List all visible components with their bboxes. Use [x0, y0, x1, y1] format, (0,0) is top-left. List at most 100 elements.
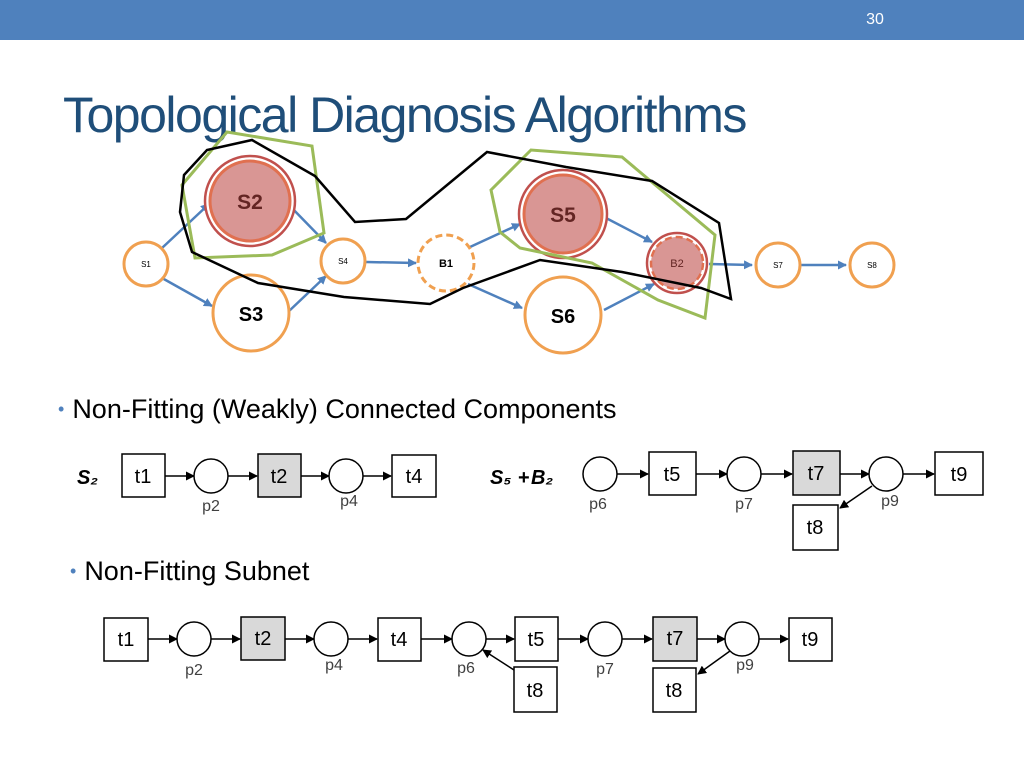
subnet-place-p7: p7 — [587, 621, 623, 678]
place-p7-label: p7 — [735, 496, 753, 513]
slide-number: 30 — [866, 11, 884, 28]
edge-b1-s6 — [467, 282, 523, 310]
subnet-transition-t8-b: t8 — [652, 667, 697, 713]
node-s8: S8 — [848, 241, 896, 289]
black-boundary-nonfitting — [178, 138, 733, 306]
place-p6-label: p6 — [589, 496, 607, 513]
node-s3: S3 — [211, 273, 291, 353]
edge-s1-s3 — [161, 276, 213, 308]
subnet-place-p6: p6 — [451, 621, 487, 677]
edge-s3-s4 — [287, 275, 327, 313]
node-s4: S4 — [319, 237, 367, 285]
green-boundary-s2 — [180, 130, 326, 260]
transition-t5-label: t5 — [664, 464, 681, 486]
transition-t9-label: t9 — [951, 464, 968, 486]
edge-s4-b1 — [365, 258, 417, 268]
place-p7: p7 — [726, 456, 762, 513]
subnet-transition-t8-b-label: t8 — [666, 680, 683, 702]
subnet-transition-t2: t2 — [240, 616, 286, 661]
bullet-dot-icon: • — [58, 399, 65, 419]
subnet-place-p9: p9 — [724, 621, 760, 674]
green-boundary-s5-b2 — [489, 148, 717, 321]
node-s2-label: S2 — [237, 191, 263, 214]
bullet-subnet-text: Non-Fitting Subnet — [84, 556, 310, 586]
place-p6: p6 — [582, 456, 618, 513]
transition-t2-label: t2 — [271, 466, 288, 488]
node-s7: S7 — [754, 241, 802, 289]
subnet-transition-t1: t1 — [103, 617, 149, 662]
subnet-transition-t8-a-label: t8 — [527, 680, 544, 702]
node-b2-label: B2 — [670, 258, 683, 270]
subnet-transition-t9: t9 — [788, 617, 833, 662]
topology-graph: S1 S2 S3 S4 B1 S5 S6 — [122, 130, 896, 355]
header-bar — [0, 0, 1024, 40]
slide-title: Topological Diagnosis Algorithms — [63, 87, 747, 143]
subnet-transition-t9-label: t9 — [802, 629, 819, 651]
place-p9-label: p9 — [881, 493, 899, 510]
subnet-place-p6-label: p6 — [457, 660, 475, 677]
transition-t4-label: t4 — [406, 466, 423, 488]
component-label-s5-b2: S₅ + B₂ — [490, 467, 553, 489]
node-s6: S6 — [523, 275, 603, 355]
node-s8-label: S8 — [867, 261, 877, 270]
transition-t8-label: t8 — [807, 517, 824, 539]
subnet-transition-t4: t4 — [377, 617, 422, 662]
transition-t9: t9 — [934, 451, 984, 496]
subnet-transition-t8-a: t8 — [513, 666, 558, 713]
place-p2-label: p2 — [202, 498, 220, 515]
transition-t7: t7 — [792, 450, 841, 496]
subnet-place-p2: p2 — [176, 621, 212, 679]
node-s5-label: S5 — [550, 204, 576, 227]
node-s7-label: S7 — [773, 261, 783, 270]
edge-b2-s7 — [708, 260, 753, 270]
bullet-components-text: Non-Fitting (Weakly) Connected Component… — [72, 394, 617, 424]
bullet-components: • Non-Fitting (Weakly) Connected Componen… — [58, 394, 617, 425]
node-b1: B1 — [416, 233, 476, 293]
subnet-place-p4-label: p4 — [325, 657, 343, 674]
subnet-transition-t5: t5 — [514, 616, 559, 662]
node-s2: S2 — [203, 154, 297, 248]
subnet-transition-t7: t7 — [652, 616, 698, 662]
bullet-dot-icon: • — [70, 561, 77, 581]
petri-s5b2: p6 t5 p7 t7 p9 t9 t8 — [582, 450, 984, 551]
node-s1: S1 — [122, 240, 170, 288]
subnet-transition-t4-label: t4 — [391, 629, 408, 651]
node-s6-label: S6 — [551, 306, 575, 328]
place-p2: p2 — [193, 458, 229, 515]
place-p9: p9 — [868, 456, 904, 510]
node-s3-label: S3 — [239, 304, 263, 326]
transition-t7-label: t7 — [808, 463, 825, 485]
bullet-subnet: • Non-Fitting Subnet — [70, 556, 309, 587]
transition-t1: t1 — [121, 453, 166, 498]
component-label-plus: + — [518, 467, 530, 489]
node-s4-label: S4 — [338, 257, 348, 266]
subnet-transition-t5-label: t5 — [528, 629, 545, 651]
subnet-place-p7-label: p7 — [596, 661, 614, 678]
edge-b1-s5 — [469, 222, 521, 249]
edge-s6-b2 — [603, 282, 655, 312]
subnet-transition-t7-label: t7 — [667, 628, 684, 650]
subnet-place-p9-label: p9 — [736, 657, 754, 674]
petri-s2: t1 p2 t2 p4 t4 — [121, 453, 437, 515]
place-p4-label: p4 — [340, 493, 358, 510]
node-b2: B2 — [645, 231, 709, 295]
petri-subnet: t1 p2 t2 p4 t4 p6 t5 p7 — [103, 616, 833, 713]
component-label-s5: S₅ — [490, 467, 511, 489]
component-label-b2: B₂ — [531, 467, 553, 489]
edge-s5-b2 — [605, 216, 653, 244]
node-b1-label: B1 — [439, 258, 453, 270]
subnet-place-p4: p4 — [313, 621, 349, 674]
subnet-transition-t2-label: t2 — [255, 628, 272, 650]
subnet-place-p2-label: p2 — [185, 662, 203, 679]
transition-t4: t4 — [391, 454, 437, 498]
node-s5: S5 — [517, 168, 609, 260]
node-s1-label: S1 — [141, 260, 151, 269]
transition-t8: t8 — [792, 504, 839, 551]
component-label-s2: S₂ — [77, 467, 98, 489]
place-p4: p4 — [328, 458, 364, 510]
transition-t2: t2 — [257, 453, 302, 498]
subnet-transition-t1-label: t1 — [118, 629, 135, 651]
transition-t5: t5 — [648, 451, 697, 496]
transition-t1-label: t1 — [135, 466, 152, 488]
